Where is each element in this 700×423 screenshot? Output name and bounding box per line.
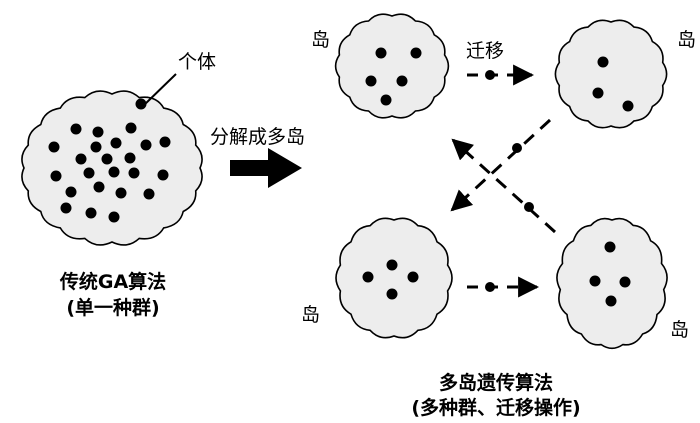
right-title-line1: 多岛遗传算法: [439, 371, 553, 394]
individual-dot: [157, 169, 169, 181]
individual-dot: [410, 47, 422, 59]
individual-dot: [108, 211, 120, 223]
left-title-line2: (单一种群): [66, 296, 159, 319]
island-label-top-left: 岛: [311, 29, 330, 51]
individual-label: 个体: [178, 51, 216, 73]
migration-arrow-cross-2: [451, 138, 557, 234]
individual-dot: [622, 100, 634, 112]
individual-dot: [48, 141, 60, 153]
individual-dot: [380, 94, 392, 106]
island-label-bottom-right: 岛: [670, 319, 689, 341]
migration-arrow-bottom: [467, 276, 540, 298]
individual-dot: [50, 170, 62, 182]
individual-dot: [128, 167, 140, 179]
migrate-label: 迁移: [466, 40, 504, 62]
individual-pointer-line: [141, 73, 177, 108]
individual-dot: [101, 153, 113, 165]
individual-dot: [75, 153, 87, 165]
individual-dot: [143, 188, 155, 200]
individual-dot: [604, 241, 616, 253]
individual-dot: [365, 75, 377, 87]
left-title-line1: 传统GA算法: [59, 270, 166, 293]
island-cloud-top-left: [334, 13, 450, 119]
individual-dot: [65, 186, 77, 198]
individual-dot: [407, 271, 419, 283]
individual-dot: [108, 166, 120, 178]
individual-dot: [83, 167, 95, 179]
individual-dot: [60, 202, 72, 214]
individual-dot: [589, 275, 601, 287]
right-title-line2: (多种群、迁移操作): [411, 396, 580, 419]
individual-dot: [619, 276, 631, 288]
individual-dot: [90, 141, 102, 153]
individual-dot: [362, 271, 374, 283]
individual-dot: [375, 47, 387, 59]
individual-dot: [93, 181, 105, 193]
decompose-arrow: [230, 148, 302, 188]
individual-dot: [396, 75, 408, 87]
individual-dot: [140, 139, 152, 151]
individual-dot: [70, 123, 82, 135]
island-label-bottom-left: 岛: [301, 304, 320, 326]
island-cloud-bottom-left: [335, 217, 453, 339]
decompose-label: 分解成多岛: [210, 126, 305, 148]
individual-dot: [159, 136, 171, 148]
individual-dot: [605, 295, 617, 307]
individual-dot: [125, 122, 137, 134]
migration-arrow-cross-1: [450, 118, 552, 212]
individual-dot: [115, 187, 127, 199]
individual-dot: [592, 87, 604, 99]
island-cloud-top-right: [554, 19, 668, 129]
individual-dot: [85, 207, 97, 219]
individual-dot: [92, 126, 104, 138]
individual-dot: [124, 152, 136, 164]
island-cloud-bottom-right: [556, 217, 668, 350]
migration-arrow-top: [467, 64, 535, 86]
individual-dot: [597, 56, 609, 68]
individual-dot: [110, 137, 122, 149]
individual-dot: [135, 98, 147, 110]
island-label-top-right: 岛: [677, 29, 696, 51]
individual-dot: [386, 259, 398, 271]
individual-dot: [386, 288, 398, 300]
